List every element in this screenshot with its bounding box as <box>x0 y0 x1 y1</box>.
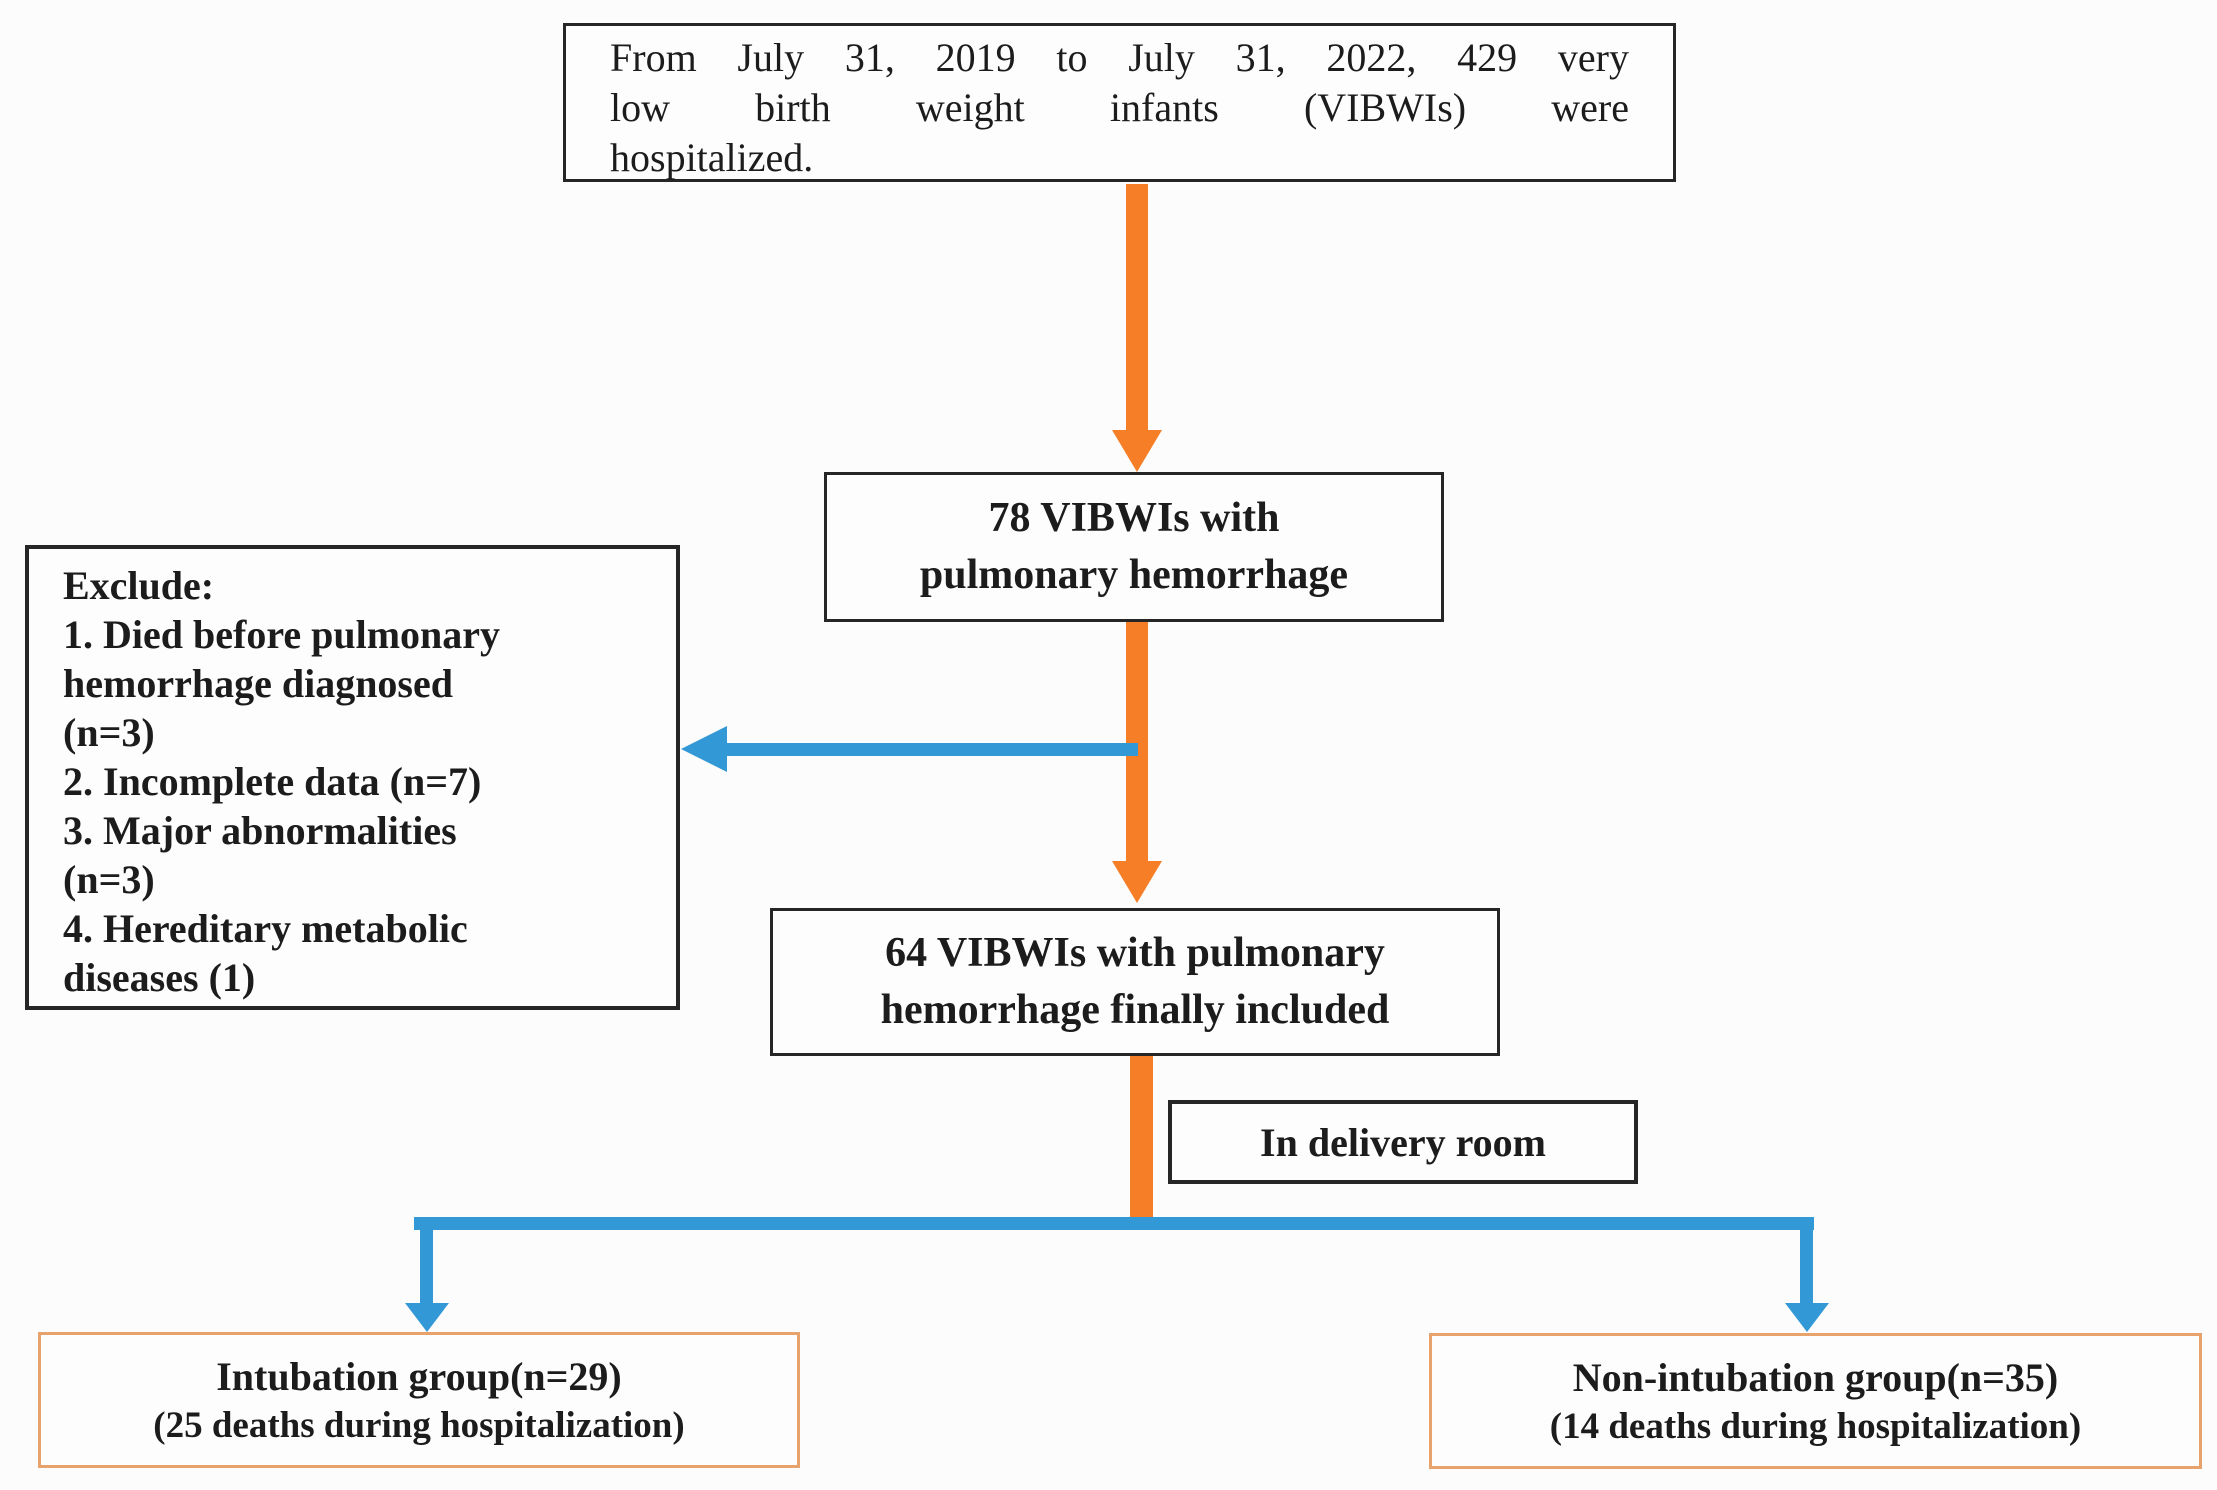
exclude-line: 4. Hereditary metabolic <box>63 906 468 951</box>
node-ph64: 64 VIBWIs with pulmonary hemorrhage fina… <box>770 908 1500 1056</box>
enrollment-line: low birth weight infants (VIBWIs) were <box>610 85 1629 130</box>
intubation-group-title: Intubation group(n=29) <box>216 1354 622 1399</box>
arrow-ph78-to-ph64-shaft <box>1126 622 1148 862</box>
exclude-line: 2. Incomplete data (n=7) <box>63 759 482 804</box>
arrow-to-exclude-head <box>681 726 727 772</box>
arrow-to-intubation-head <box>405 1303 449 1332</box>
node-delivery-room: In delivery room <box>1168 1100 1638 1184</box>
node-ph78: 78 VIBWIs with pulmonary hemorrhage <box>824 472 1444 622</box>
arrow-ph78-to-ph64-head <box>1112 861 1162 903</box>
enrollment-line: hospitalized. <box>610 135 814 180</box>
non-intubation-group-subtitle: (14 deaths during hospitalization) <box>1549 1406 2082 1447</box>
exclude-line: (n=3) <box>63 857 155 902</box>
delivery-room-label: In delivery room <box>1260 1119 1546 1165</box>
ph64-line: hemorrhage finally included <box>880 987 1390 1033</box>
ph78-line: pulmonary hemorrhage <box>919 552 1349 598</box>
arrow-to-intubation-shaft <box>420 1228 433 1305</box>
exclude-line: 3. Major abnormalities <box>63 808 457 853</box>
arrow-enrollment-to-ph78-shaft <box>1126 184 1148 434</box>
split-line <box>414 1217 1814 1230</box>
node-enrollment: From July 31, 2019 to July 31, 2022, 429… <box>563 23 1676 182</box>
node-intubation-group: Intubation group(n=29) (25 deaths during… <box>38 1332 800 1468</box>
arrow-to-non-intubation-head <box>1785 1303 1829 1332</box>
arrow-to-non-intubation-shaft <box>1800 1228 1813 1305</box>
ph64-line: 64 VIBWIs with pulmonary <box>885 930 1385 976</box>
arrow-enrollment-to-ph78-head <box>1112 430 1162 472</box>
node-non-intubation-group: Non-intubation group(n=35) (14 deaths du… <box>1429 1333 2202 1469</box>
non-intubation-group-title: Non-intubation group(n=35) <box>1572 1355 2059 1400</box>
node-exclude: Exclude: 1. Died before pulmonary hemorr… <box>25 545 680 1010</box>
arrow-to-exclude-shaft <box>726 743 1138 756</box>
exclude-line: 1. Died before pulmonary <box>63 612 501 657</box>
exclude-line: diseases (1) <box>63 955 256 1000</box>
exclude-line: hemorrhage diagnosed <box>63 661 453 706</box>
ph78-line: 78 VIBWIs with <box>988 495 1280 541</box>
intubation-group-subtitle: (25 deaths during hospitalization) <box>153 1405 685 1446</box>
enrollment-line: From July 31, 2019 to July 31, 2022, 429… <box>610 35 1629 80</box>
connector-ph64-to-split <box>1130 1056 1153 1228</box>
exclude-line: (n=3) <box>63 710 155 755</box>
exclude-title: Exclude: <box>63 563 215 608</box>
